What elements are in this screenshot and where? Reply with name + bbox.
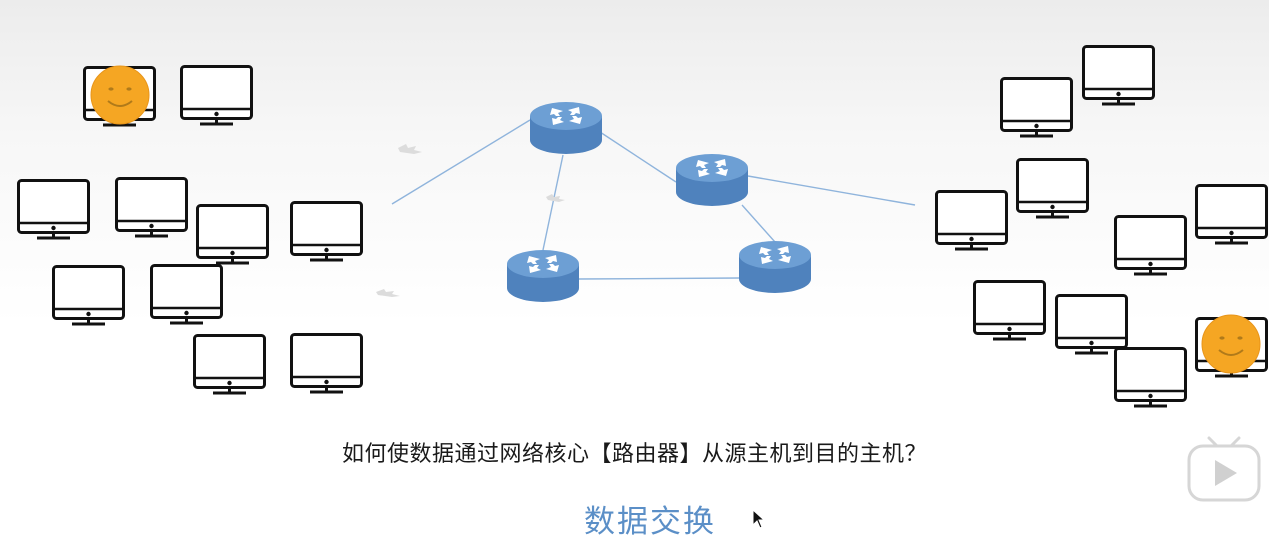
computer-monitor-icon [115, 177, 188, 238]
link-left-network-r1 [391, 119, 531, 205]
question-text: 如何使数据通过网络核心【路由器】从源主机到目的主机？ [341, 442, 927, 467]
link-r3-r4 [578, 277, 741, 280]
smiley-face-icon [1201, 314, 1261, 374]
computer-monitor-icon [290, 201, 363, 262]
packet-icon [546, 194, 565, 202]
router-icon [530, 102, 602, 154]
mouse-cursor-icon [752, 509, 766, 529]
link-r2-right-network [747, 175, 916, 206]
smiley-face-icon [90, 65, 150, 125]
router-r3 [507, 250, 579, 302]
data-packets [376, 144, 565, 297]
network-links [391, 119, 916, 280]
computer-monitor-icon [193, 334, 266, 395]
link-r2-r4 [741, 204, 776, 243]
link-r1-r2 [599, 131, 677, 183]
computer-monitor-icon [1016, 158, 1089, 219]
router-r2 [676, 154, 748, 206]
router-icon [507, 250, 579, 302]
computer-monitor-icon [180, 65, 253, 126]
play-button-icon[interactable] [1187, 436, 1261, 502]
computer-monitor-icon [1055, 294, 1128, 355]
computer-monitor-icon [17, 179, 90, 240]
link-r1-r3 [542, 154, 564, 251]
packet-icon [398, 144, 422, 154]
router-r4 [739, 241, 811, 293]
router-icon [676, 154, 748, 206]
computer-monitor-icon [290, 333, 363, 394]
computer-monitor-icon [1082, 45, 1155, 106]
router-r1 [530, 102, 602, 154]
computer-monitor-icon [973, 280, 1046, 341]
packet-icon [376, 289, 400, 297]
answer-text: 数据交换 [584, 504, 716, 540]
computer-monitor-icon [196, 204, 269, 265]
computer-monitor-icon [1114, 215, 1187, 276]
router-icon [739, 241, 811, 293]
computer-monitor-icon [1114, 347, 1187, 408]
computer-monitor-icon [935, 190, 1008, 251]
computer-monitor-icon [52, 265, 125, 326]
computer-monitor-icon [1195, 184, 1268, 245]
right-network [935, 45, 1268, 408]
left-network [17, 65, 363, 395]
computer-monitor-icon [150, 264, 223, 325]
computer-monitor-icon [1000, 77, 1073, 138]
